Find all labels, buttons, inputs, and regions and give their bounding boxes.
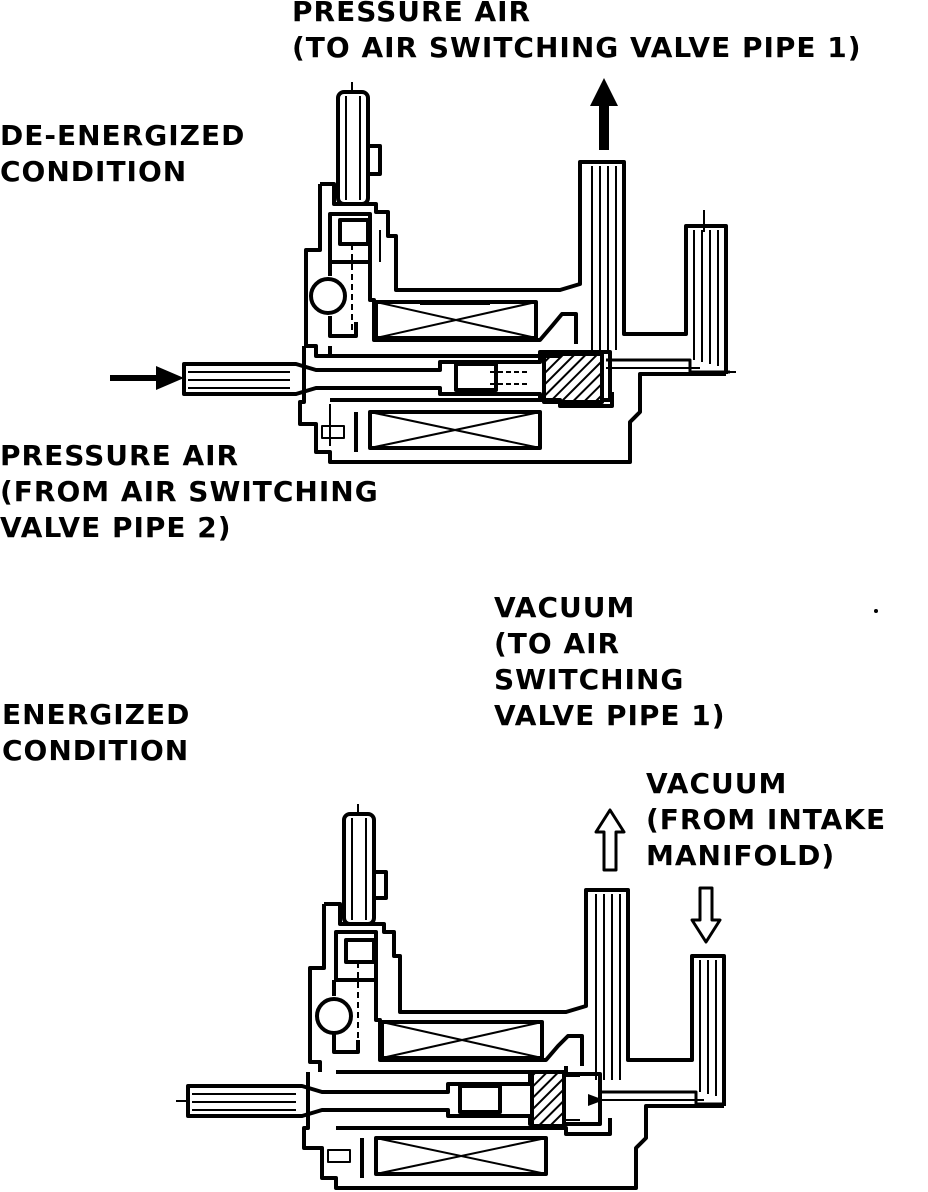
bottom-outlet-label: VACUUM (TO AIR SWITCHING VALVE PIPE 1) xyxy=(494,590,726,734)
bottom-inlet-label: VACUUM (FROM INTAKE MANIFOLD) xyxy=(646,766,886,874)
top-upper-coil xyxy=(374,300,538,340)
bottom-condition-label-line-1: ENERGIZED xyxy=(2,698,191,731)
bottom-inlet-label-line-3: MANIFOLD) xyxy=(646,839,836,872)
scan-speck xyxy=(874,609,878,613)
top-condition-label: DE-ENERGIZED CONDITION xyxy=(0,118,245,190)
bottom-condition-label-line-2: CONDITION xyxy=(2,734,190,767)
bottom-valve xyxy=(176,804,726,1190)
top-outlet-arrow xyxy=(590,78,618,150)
top-outlet-label-line-2: (TO AIR SWITCHING VALVE PIPE 1) xyxy=(292,31,862,64)
top-inlet-label: PRESSURE AIR (FROM AIR SWITCHING VALVE P… xyxy=(0,438,379,546)
bottom-intake-arrow xyxy=(690,886,722,944)
top-valve xyxy=(110,78,736,464)
top-inlet-arrow xyxy=(110,366,184,390)
bottom-intake-pipe xyxy=(600,960,724,1106)
bottom-outlet-label-line-4: VALVE PIPE 1) xyxy=(494,699,726,732)
top-inlet-label-line-1: PRESSURE AIR xyxy=(0,439,240,472)
top-upper-housing xyxy=(320,160,728,374)
bottom-inlet-label-line-2: (FROM INTAKE xyxy=(646,803,887,836)
top-outlet-label-line-1: PRESSURE AIR xyxy=(292,0,532,28)
bottom-inlet-label-line-1: VACUUM xyxy=(646,767,788,800)
bottom-outlet-label-line-1: VACUUM xyxy=(494,591,636,624)
bottom-outlet-label-line-2: (TO AIR xyxy=(494,627,621,660)
bottom-upper-coil xyxy=(380,1020,544,1060)
top-outlet-label: PRESSURE AIR (TO AIR SWITCHING VALVE PIP… xyxy=(292,0,862,66)
top-inlet-label-line-2: (FROM AIR SWITCHING xyxy=(0,475,379,508)
top-inlet-label-line-3: VALVE PIPE 2) xyxy=(0,511,232,544)
bottom-outlet-pipe xyxy=(595,894,621,1080)
bottom-outlet-arrow xyxy=(594,808,626,872)
bottom-upper-housing xyxy=(324,888,726,1106)
bottom-condition-label: ENERGIZED CONDITION xyxy=(2,697,190,769)
top-outlet-pipe xyxy=(591,166,617,350)
bottom-lower-coil xyxy=(360,1136,548,1178)
top-condition-label-line-1: DE-ENERGIZED xyxy=(0,119,246,152)
bottom-outlet-label-line-3: SWITCHING xyxy=(494,663,685,696)
top-armature xyxy=(542,352,604,404)
bottom-armature xyxy=(530,1070,566,1128)
top-lower-coil xyxy=(354,410,542,452)
bottom-nozzle xyxy=(176,1072,604,1126)
top-condition-label-line-2: CONDITION xyxy=(0,155,188,188)
bottom-terminal xyxy=(342,804,388,926)
top-terminal xyxy=(336,82,382,206)
